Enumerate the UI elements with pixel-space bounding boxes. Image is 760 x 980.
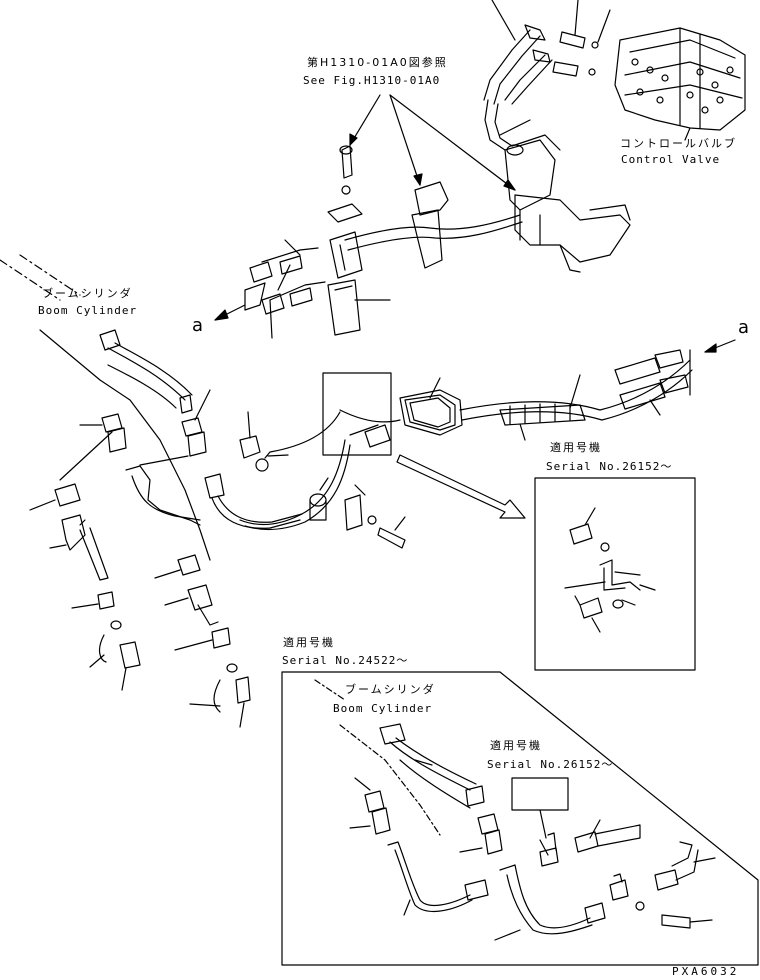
center-hoses — [245, 215, 522, 338]
reference-note-jp: 第H1310-01A0図参照 — [307, 56, 448, 69]
figure-code: PXA6032 — [672, 965, 740, 978]
inset-lower-parts — [315, 680, 715, 940]
inset-lower-serial: Serial No.24522～ — [282, 654, 409, 667]
control-valve — [615, 28, 745, 140]
inset-upper-frame — [535, 478, 695, 670]
reference-note-en: See Fig.H1310-01A0 — [303, 74, 441, 87]
inset-upper-parts — [565, 508, 655, 632]
small-parts — [240, 412, 405, 548]
inset-lower-sub-applicable-jp: 適用号機 — [490, 739, 542, 752]
control-valve-label-jp: コントロールバルブ — [620, 137, 737, 150]
valve-fittings — [553, 0, 610, 76]
hose-bracket — [500, 120, 630, 272]
arrow-label-a-right: a — [738, 317, 750, 338]
arrow-label-a-left: a — [192, 315, 204, 336]
inset-lower-applicable-jp: 適用号機 — [283, 636, 335, 649]
inset-lower-boom-cylinder-jp: ブームシリンダ — [345, 683, 436, 696]
middle-hose-routing — [240, 350, 692, 529]
inset-lower-sub-serial: Serial No.26152～ — [487, 758, 614, 771]
inset-lower-boom-cylinder-en: Boom Cylinder — [333, 702, 433, 715]
reference-leaders — [350, 95, 515, 190]
control-valve-label-en: Control Valve — [621, 153, 721, 166]
inset-lower-frame — [282, 672, 758, 965]
boom-cylinder-label-jp: ブームシリンダ — [42, 287, 133, 300]
inset-upper-applicable-jp: 適用号機 — [550, 441, 602, 454]
boom-cylinder-label-en: Boom Cylinder — [38, 304, 138, 317]
clamp-assembly — [328, 146, 448, 335]
detail-arrow — [397, 455, 525, 518]
inset-upper-serial: Serial No.26152～ — [546, 460, 673, 473]
boom-cylinder-left — [0, 255, 210, 560]
upper-hoses — [484, 0, 552, 150]
left-fittings — [30, 390, 302, 727]
arrow-a-left — [215, 305, 245, 320]
arrow-a-right — [705, 340, 735, 352]
